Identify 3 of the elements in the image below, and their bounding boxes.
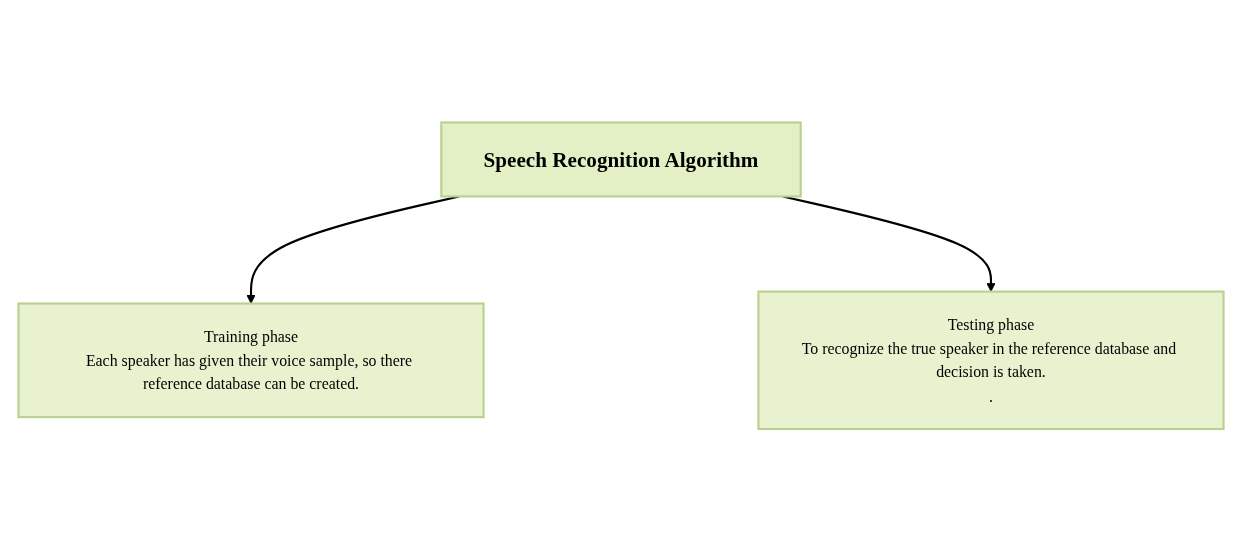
node-box: Speech Recognition Algorithm [440,121,802,198]
node-box: Training phase Each speaker has given their voice sample, so there reference database can be created. [17,302,485,419]
node-box: Testing phase To recognize the true speaker in the reference database and decision is taken. . [757,290,1225,431]
